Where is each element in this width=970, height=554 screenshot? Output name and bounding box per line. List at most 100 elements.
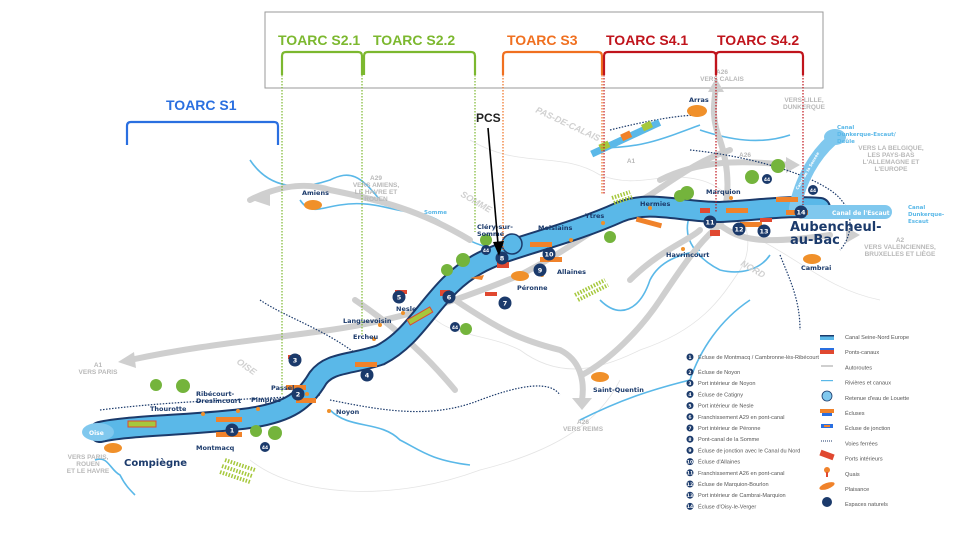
svg-text:10: 10 — [544, 251, 554, 259]
svg-text:Péronne: Péronne — [517, 284, 548, 292]
marker-14[interactable]: 14 — [794, 205, 808, 219]
legend-number: 14 — [687, 504, 693, 510]
svg-text:Cambrai: Cambrai — [801, 264, 831, 272]
legend-symbol-label: Écluse de jonction — [845, 425, 890, 432]
quay-icon — [824, 467, 830, 473]
legend-symbol-label: Plaisance — [845, 487, 869, 493]
marker-6[interactable]: 6 — [442, 290, 456, 304]
boats — [127, 216, 663, 428]
svg-text:44: 44 — [764, 177, 770, 183]
svg-text:VERS PARIS: VERS PARIS — [79, 369, 119, 376]
svg-text:3: 3 — [293, 357, 298, 365]
legend-label: Port intérieur de Cambrai-Marquion — [698, 493, 786, 499]
svg-text:VERS LA BELGIQUE,: VERS LA BELGIQUE, — [858, 145, 924, 152]
svg-text:Marquion: Marquion — [706, 188, 741, 196]
svg-text:Allaines: Allaines — [557, 268, 586, 276]
svg-text:8: 8 — [500, 255, 505, 263]
svg-text:A1: A1 — [627, 158, 636, 165]
svg-text:VERS AMIENS,: VERS AMIENS, — [353, 182, 400, 189]
svg-text:ROUEN: ROUEN — [76, 461, 100, 468]
svg-text:Amiens: Amiens — [302, 189, 329, 197]
svg-text:Saint-Quentin: Saint-Quentin — [593, 386, 644, 394]
marker-5[interactable]: 5 — [392, 290, 406, 304]
svg-text:VERS VALENCIENNES,: VERS VALENCIENNES, — [864, 244, 936, 251]
svg-text:VERS PARIS,: VERS PARIS, — [68, 454, 109, 461]
toarc-s42-label: TOARC S4.2 — [717, 32, 799, 48]
legend-number: 7 — [688, 426, 691, 432]
nature-area-icon — [822, 497, 832, 507]
reservoir-icon — [821, 390, 833, 402]
marker-2[interactable]: 2 — [291, 387, 305, 401]
toarc-s41-label: TOARC S4.1 — [606, 32, 688, 48]
legend-label: Écluse de Noyon — [698, 369, 740, 376]
dept-pas-de-calais: PAS-DE-CALAIS — [534, 105, 602, 144]
inland-port-icon — [819, 449, 835, 461]
river-icon — [821, 380, 833, 382]
legend-number-badge — [686, 402, 694, 410]
motorways — [127, 82, 833, 403]
marker-7[interactable]: 7 — [498, 296, 512, 310]
svg-text:L'EUROPE: L'EUROPE — [875, 166, 909, 173]
legend-symbol-label: Voies ferrées — [845, 441, 878, 447]
legend-number-badge — [686, 435, 694, 443]
svg-text:VERS REIMS: VERS REIMS — [563, 426, 604, 433]
legend-number-badge — [686, 458, 694, 466]
marker-11[interactable]: 11 — [703, 215, 717, 229]
legend-symbol-label: Ports intérieurs — [845, 457, 883, 463]
svg-text:Noyon: Noyon — [336, 408, 360, 416]
svg-text:Ytres: Ytres — [584, 212, 604, 220]
city-labels: Arras Marquion Hermies Ytres Moislains C… — [124, 96, 882, 469]
svg-text:A1: A1 — [94, 362, 103, 369]
legend-symbol-label: Espaces naturels — [845, 502, 888, 508]
marker-12[interactable]: 12 — [732, 222, 746, 236]
svg-text:Dunkerque-: Dunkerque- — [908, 212, 944, 218]
svg-text:A2: A2 — [896, 237, 905, 244]
svg-text:Somme: Somme — [477, 230, 505, 238]
legend-number-badge — [686, 446, 694, 454]
dept-somme: SOMME — [459, 189, 494, 215]
legend-number-badge — [686, 502, 694, 510]
train — [590, 119, 662, 158]
svg-text:Deûle: Deûle — [837, 138, 855, 145]
marker-3[interactable]: 3 — [288, 353, 302, 367]
svg-text:Montmacq: Montmacq — [196, 444, 235, 452]
svg-text:LE HAVRE ET: LE HAVRE ET — [355, 189, 398, 196]
svg-text:11: 11 — [705, 219, 715, 227]
legend-label: Port intérieur de Nesle — [698, 404, 754, 410]
motorway-icon — [821, 365, 833, 367]
marker-8[interactable]: 8 — [495, 251, 509, 265]
marker-10[interactable]: 10 — [542, 247, 556, 261]
legend-label: Écluse de Catigny — [698, 391, 743, 398]
svg-text:4: 4 — [365, 372, 370, 380]
svg-text:Ribécourt-: Ribécourt- — [196, 390, 235, 398]
legend-number: 11 — [687, 471, 693, 477]
svg-text:VERS CALAIS: VERS CALAIS — [700, 76, 744, 83]
legend-number: 10 — [687, 459, 693, 465]
marker-13[interactable]: 13 — [757, 224, 771, 238]
marker-1[interactable]: 1 — [225, 423, 239, 437]
svg-text:7: 7 — [503, 300, 508, 308]
svg-text:44: 44 — [810, 188, 816, 194]
svg-text:Pimprez: Pimprez — [251, 396, 281, 404]
marker-9[interactable]: 9 — [533, 263, 547, 277]
legend-symbol-label: Quais — [845, 472, 860, 478]
marker-4[interactable]: 4 — [360, 368, 374, 382]
svg-text:LES PAYS-BAS: LES PAYS-BAS — [868, 152, 916, 159]
pcs-label: PCS — [476, 111, 501, 125]
svg-text:Cléry-sur-: Cléry-sur- — [477, 223, 513, 231]
locks — [216, 197, 808, 437]
legend-number-badge — [686, 368, 694, 376]
legend-symbol-label: Rivières et canaux — [845, 381, 891, 387]
legend-symbol-label: Autoroutes — [845, 365, 872, 371]
svg-text:Aubencheul-: Aubencheul- — [790, 220, 882, 235]
legend-number-badge — [686, 390, 694, 398]
toarc-s3-label: TOARC S3 — [507, 32, 578, 48]
svg-text:Ercheu: Ercheu — [353, 333, 379, 341]
legend-symbol-label: Écluses — [845, 410, 865, 417]
svg-text:Escaut: Escaut — [908, 219, 929, 225]
